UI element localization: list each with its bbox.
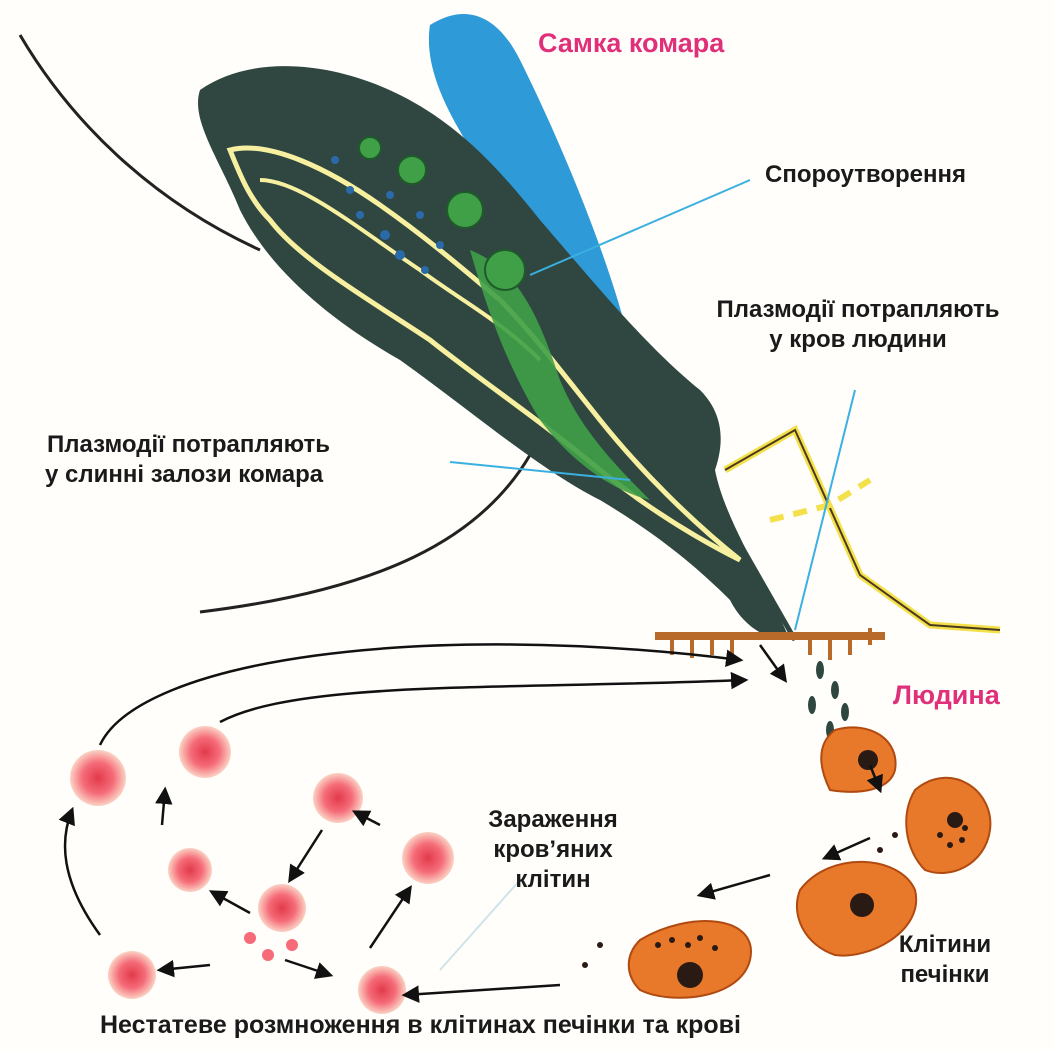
label-human: Людина	[893, 680, 1000, 710]
label-line: клітин	[468, 865, 638, 895]
label-line: кров’яних	[468, 835, 638, 865]
red-blood-cells	[70, 726, 454, 1014]
label-plasmodia-to-blood: Плазмодії потрапляють у кров людини	[668, 295, 1048, 355]
label-infection: Зараження кров’яних клітин	[468, 805, 638, 895]
label-plasmodia-to-glands: Плазмодії потрапляють у слинні залози ко…	[45, 430, 330, 490]
label-line: у кров людини	[668, 325, 1048, 355]
label-line: Клітини	[875, 930, 1015, 960]
label-sporogony: Спороутворення	[765, 160, 966, 190]
label-line: Плазмодії потрапляють	[45, 430, 330, 460]
label-asexual-reproduction: Нестатеве розмноження в клітинах печінки…	[100, 1010, 741, 1040]
label-line: Плазмодії потрапляють	[668, 295, 1048, 325]
label-line: у слинні залози комара	[45, 460, 330, 490]
label-liver-cells: Клітини печінки	[875, 930, 1015, 990]
label-female-mosquito: Самка комара	[538, 28, 724, 58]
label-line: Зараження	[468, 805, 638, 835]
label-line: печінки	[875, 960, 1015, 990]
